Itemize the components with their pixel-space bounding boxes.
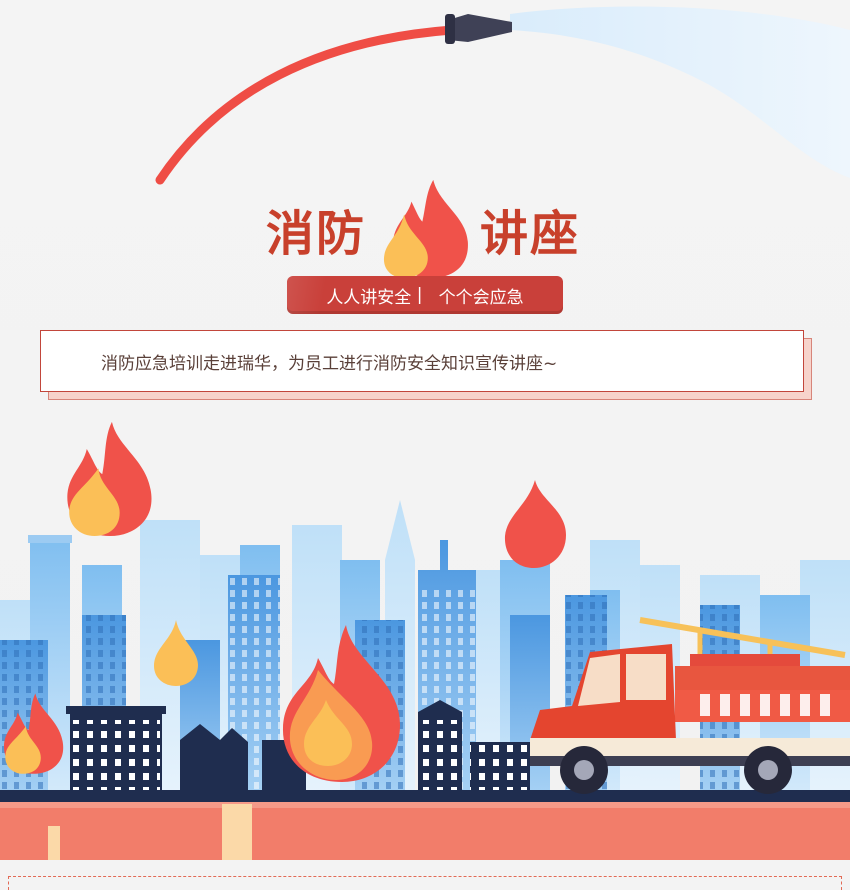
slogan-divider-mark: | (416, 285, 423, 305)
banner-highlight (287, 276, 347, 314)
title-right: 讲座 (480, 206, 581, 262)
city-buildings-dark (66, 700, 530, 800)
slogan-spacer (422, 285, 438, 305)
intro-text: 消防应急培训走进瑞华，为员工进行消防安全知识宣传讲座~ (101, 353, 558, 374)
water-spray (510, 6, 850, 178)
next-section-border (8, 876, 842, 890)
slogan-part-1: 人人讲安全 (326, 287, 412, 308)
slogan-part-2: 个个会应急 (438, 287, 524, 308)
fire-truck-icon (530, 617, 850, 794)
road (0, 790, 850, 887)
flame-icon (504, 480, 566, 568)
flame-icon (282, 625, 400, 782)
title-left: 消防 (266, 206, 367, 262)
fire-hose-icon (155, 14, 512, 185)
flame-icon (154, 620, 198, 686)
flame-icon (383, 179, 468, 278)
slogan-banner: 人人讲安全 | 个个会应急 (287, 276, 563, 314)
intro-box: 消防应急培训走进瑞华，为员工进行消防安全知识宣传讲座~ (40, 330, 804, 392)
